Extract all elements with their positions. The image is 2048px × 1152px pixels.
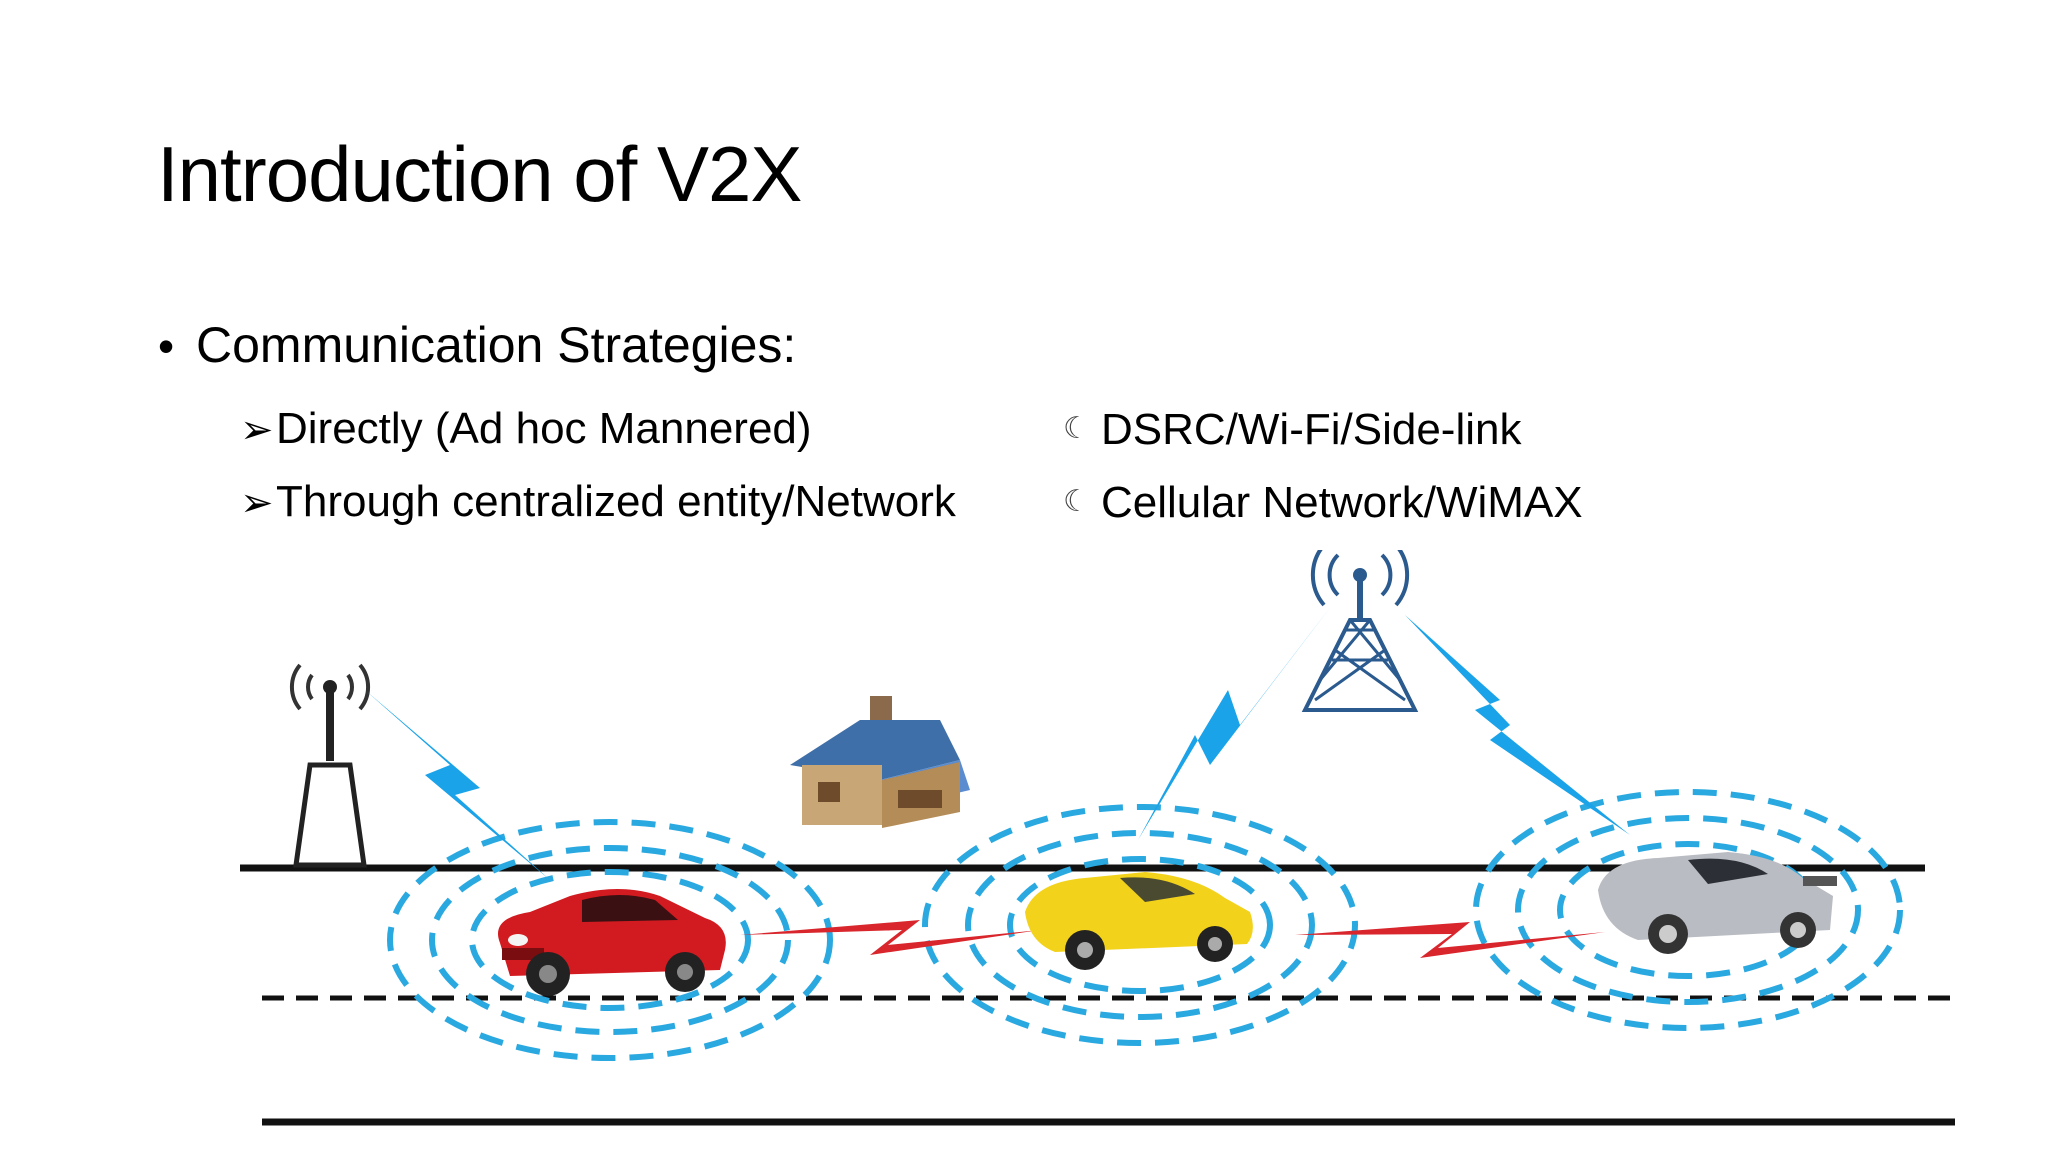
v2x-diagram (240, 550, 1955, 1126)
sub-item-direct: ➢Directly (Ad hoc Mannered) (240, 402, 812, 457)
link-v2v-red-to-yellow (740, 920, 1040, 955)
link-v2v-yellow-to-silver (1295, 922, 1605, 958)
sub-item-text: Directly (Ad hoc Mannered) (276, 404, 812, 453)
arrow-head-icon: ➢ (240, 481, 274, 525)
roadside-unit (289, 663, 371, 868)
sub-item-text: Through centralized entity/Network (276, 477, 956, 526)
arrow-head-icon: ➢ (240, 408, 274, 452)
cell-tower (1301, 550, 1419, 712)
house (790, 696, 970, 828)
tech-item-text: Cellular Network/WiMAX (1101, 478, 1583, 527)
tech-item-cellular: ☾ Cellular Network/WiMAX (1063, 475, 1583, 530)
bullet-communication-strategies: • Communication Strategies: (158, 315, 796, 376)
tech-item-dsrc: ☾ DSRC/Wi-Fi/Side-link (1063, 402, 1521, 457)
yellow-car (1025, 872, 1253, 970)
crescent-moon-icon: ☾ (1063, 485, 1090, 518)
link-rsu-to-red-car (365, 690, 550, 880)
silver-car (1598, 852, 1837, 954)
bullet-dot-icon: • (158, 320, 175, 372)
bullet-label: Communication Strategies: (196, 317, 797, 373)
wave-rings-red-car (387, 819, 833, 1061)
red-car (498, 889, 726, 996)
link-tower-to-silver-car (1405, 615, 1630, 835)
link-tower-to-yellow-car (1138, 605, 1332, 840)
crescent-moon-icon: ☾ (1063, 412, 1090, 445)
sub-item-network: ➢Through centralized entity/Network (240, 475, 956, 530)
wave-rings-yellow-car (922, 804, 1358, 1046)
slide-title: Introduction of V2X (157, 130, 802, 218)
tech-item-text: DSRC/Wi-Fi/Side-link (1101, 405, 1522, 454)
